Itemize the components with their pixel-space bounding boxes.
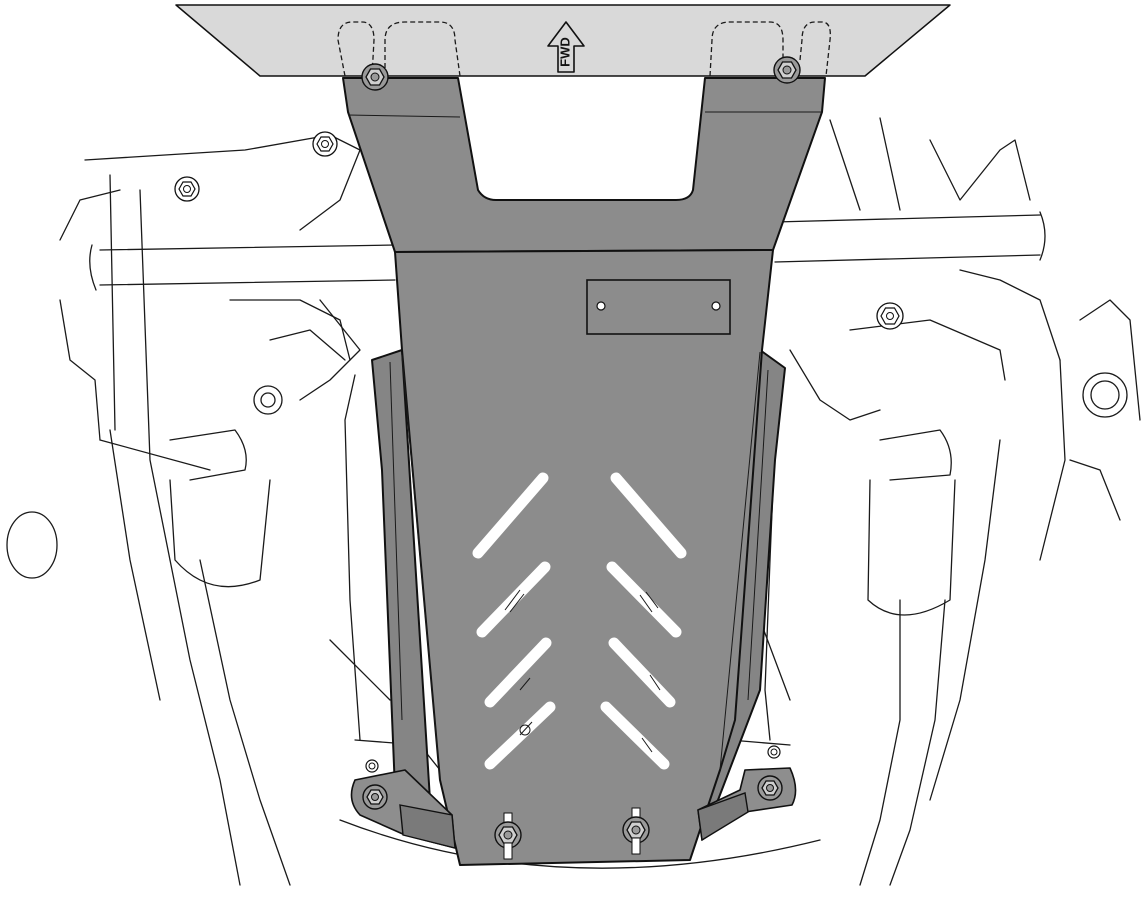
bolt-icon — [361, 63, 389, 91]
bolt-icon — [494, 812, 522, 860]
fwd-label: FWD — [557, 37, 572, 67]
hidden-slot-outlines — [337, 21, 831, 77]
bolt-icon — [312, 131, 338, 157]
bolt-icon — [767, 745, 781, 759]
skid-plate-front-section — [342, 77, 826, 253]
bolt-icon — [773, 56, 801, 84]
bolt-icon — [365, 759, 379, 773]
forward-arrow-icon: FWD — [547, 21, 585, 73]
bolt-icon — [876, 302, 904, 330]
bolt-icon — [362, 784, 388, 810]
bolt-icon — [174, 176, 200, 202]
access-cover — [586, 279, 731, 335]
bolt-icon — [757, 775, 783, 801]
bolt-icon — [622, 807, 650, 855]
vent-slots — [472, 472, 687, 770]
skid-plate-rear-section — [394, 249, 774, 866]
